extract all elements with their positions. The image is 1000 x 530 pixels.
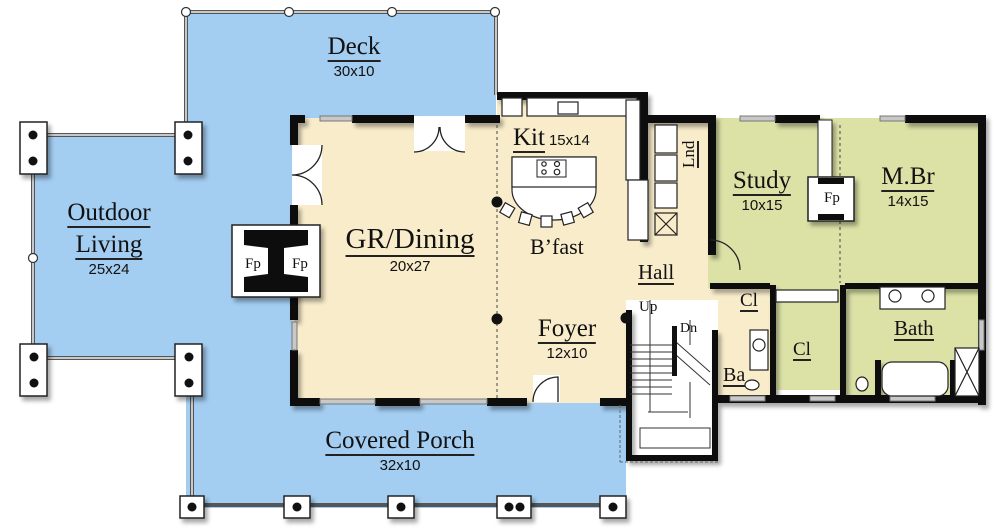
covered-porch-dim: 32x10 — [379, 457, 421, 474]
gr-dining-dim: 20x27 — [389, 258, 431, 275]
outdoor-living-dim: 25x24 — [88, 261, 130, 278]
double-fireplace — [231, 224, 321, 298]
foyer-label: Foyer 12x10 — [537, 315, 597, 362]
master-bedroom-dim: 14x15 — [887, 193, 929, 210]
covered-porch-name: Covered Porch — [325, 427, 475, 456]
kitchen-name: Kit — [513, 124, 545, 153]
study-name: Study — [732, 167, 792, 196]
study-label: Study 10x15 — [732, 167, 792, 214]
study-fireplace-label: Fp — [824, 190, 840, 206]
hall-label: Hall — [638, 260, 675, 285]
deck-name: Deck — [327, 33, 381, 62]
laundry-label: Lnd — [679, 140, 699, 168]
half-bath-label: Ba — [723, 364, 746, 387]
doors — [291, 116, 741, 403]
deck-label: Deck 30x10 — [327, 33, 381, 80]
gr-dining-name: GR/Dining — [345, 223, 475, 257]
bath-fixtures — [744, 286, 980, 397]
kitchen-fixtures — [498, 97, 678, 241]
interior-columns — [491, 196, 632, 325]
bath-label: Bath — [894, 316, 934, 341]
breakfast-label: B’fast — [530, 234, 584, 259]
porch-edge — [619, 405, 720, 463]
hall-closet-label: Cl — [740, 290, 758, 312]
kitchen-label: Kit 15x14 — [513, 125, 590, 153]
kitchen-dim: 15x14 — [548, 132, 590, 149]
foyer-name: Foyer — [537, 315, 597, 344]
covered-porch-area — [186, 398, 626, 508]
stairs-up-label: Up — [639, 299, 658, 315]
outdoor-living-name-line2: Living — [75, 231, 143, 260]
master-bedroom-name: M.Br — [881, 163, 935, 192]
outdoor-living-name-line1: Outdoor — [67, 199, 151, 228]
master-closet-label: Cl — [793, 339, 811, 361]
study-fireplace — [807, 119, 855, 222]
walls — [290, 92, 986, 461]
deck-dim: 30x10 — [333, 63, 375, 80]
study-dim: 10x15 — [741, 197, 783, 214]
stairs-down-label: Dn — [680, 321, 698, 336]
railing-posts — [27, 6, 501, 264]
column-dots — [28, 130, 618, 512]
indoor-fireplace-label: Fp — [292, 256, 308, 272]
foyer-dim: 12x10 — [546, 345, 588, 362]
outdoor-fireplace-label: Fp — [245, 256, 261, 272]
covered-porch-label: Covered Porch 32x10 — [325, 427, 475, 474]
windows — [291, 115, 985, 405]
outdoor-living-label: Outdoor Living 25x24 — [67, 199, 151, 278]
master-bedroom-label: M.Br 14x15 — [881, 163, 935, 210]
deck-area — [186, 12, 496, 122]
gr-dining-label: GR/Dining 20x27 — [345, 223, 475, 275]
stairs — [630, 300, 711, 449]
